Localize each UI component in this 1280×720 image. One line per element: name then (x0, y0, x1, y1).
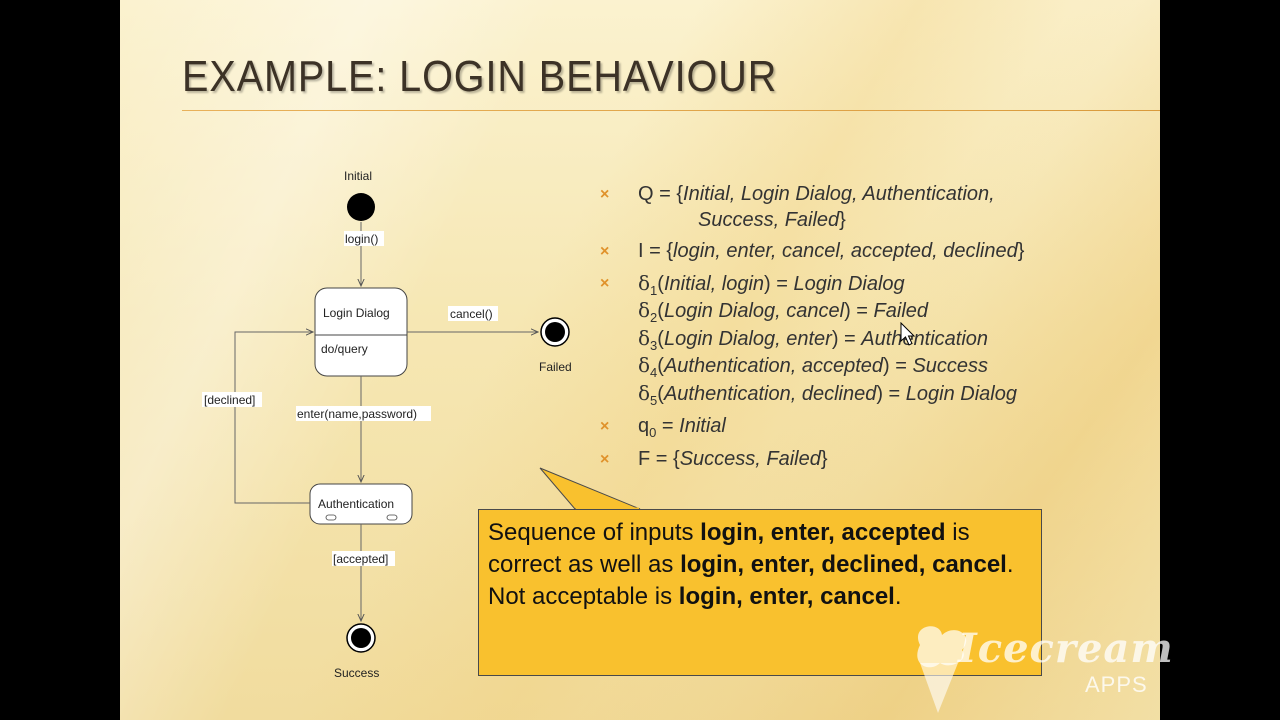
inputs-items: login, enter, cancel, accepted, declined (673, 240, 1018, 262)
initial-state-label: Initial (344, 169, 372, 183)
delta-args: Login Dialog, cancel (663, 300, 845, 322)
state-diagram: Initial login() Login Dialog do/query ca… (202, 169, 572, 680)
callout-text-4: . (894, 583, 902, 610)
cancel-transition-label: cancel() (450, 307, 493, 321)
watermark-brand: Icecream (958, 625, 1174, 672)
states-close: } (839, 208, 846, 231)
inputs-close: } (1017, 240, 1025, 262)
slide-title: EXAMPLE: LOGIN BEHAVIOUR (182, 52, 778, 101)
transition-function-row: δ1(Initial, login) = Login Dialog (638, 270, 905, 298)
enter-label-bg (296, 406, 431, 421)
icecream-logo-icon (917, 626, 967, 713)
start-state-subscript: 0 (649, 425, 657, 440)
inputs-bullet: × I = {login, enter, cancel, accepted, d… (600, 239, 1120, 265)
delta-result: Login Dialog (793, 272, 905, 295)
delta-result: Failed (873, 300, 929, 322)
callout-text-1: Sequence of inputs (488, 519, 701, 546)
initial-state-node (347, 193, 375, 221)
transition-function-row: δ4(Authentication, accepted) = Success (638, 353, 989, 380)
delta-result: Success (912, 355, 989, 377)
delta-args: Initial, login (663, 272, 765, 295)
final-states-close: } (820, 447, 828, 470)
delta-subscript: 3 (650, 337, 658, 353)
authentication-label: Authentication (318, 497, 394, 511)
delta-result: Authentication (861, 327, 989, 350)
states-bullet: × Q = {Initial, Login Dialog, Authentica… (600, 182, 1120, 233)
transition-function-row: δ5(Authentication, declined) = Login Dia… (638, 380, 1017, 408)
declined-transition-arrow (234, 332, 313, 504)
delta-args: Authentication, declined (663, 382, 877, 405)
authentication-marker-right (386, 514, 398, 521)
final-states-bullet: × F = {Success, Failed} (600, 447, 1120, 473)
inputs-prefix: I = { (638, 240, 674, 262)
transition-function-row: δ2(Login Dialog, cancel) = Failed (638, 298, 929, 325)
bullet-marker-icon: × (600, 274, 610, 292)
failed-state-label: Failed (539, 360, 572, 374)
login-transition-label: login() (345, 232, 378, 246)
bullet-marker-icon: × (600, 243, 610, 260)
delta-subscript: 2 (650, 310, 658, 325)
login-dialog-label: Login Dialog (323, 306, 390, 320)
failed-state-node (545, 322, 565, 342)
definition-list: × Q = {Initial, Login Dialog, Authentica… (600, 182, 1120, 478)
mouse-cursor-icon (900, 322, 916, 346)
delta-symbol: δ (638, 270, 651, 295)
states-prefix: Q = { (638, 183, 684, 205)
accepted-label-bg (332, 551, 395, 566)
login-label-bg (344, 231, 384, 246)
callout-text-2: is correct as well as (488, 519, 970, 578)
cancel-label-bg (448, 306, 498, 321)
delta-args: Authentication, accepted (663, 355, 883, 377)
callout-bold-1: login, enter, accepted (700, 519, 946, 546)
delta-subscript: 4 (650, 365, 658, 380)
success-state-node (351, 628, 371, 648)
declined-transition-label: [declined] (204, 393, 255, 407)
delta-symbol: δ (638, 380, 651, 405)
states-items-line2: Success, Failed (698, 208, 840, 231)
login-dialog-state (314, 287, 408, 377)
transition-function-row: δ3(Login Dialog, enter) = Authentication (638, 325, 989, 353)
bullet-marker-icon: × (600, 186, 610, 203)
callout-text-3: . Not acceptable is (488, 551, 1027, 610)
start-state-bullet: × q0 = Initial (600, 414, 1120, 441)
bullet-marker-icon: × (600, 418, 610, 435)
start-state-equals: = (656, 415, 680, 437)
declined-label-bg (202, 392, 262, 407)
enter-transition-label: enter(name,password) (297, 407, 417, 421)
delta-symbol: δ (638, 298, 651, 322)
delta-symbol: δ (638, 325, 651, 350)
callout-bold-3: login, enter, cancel (678, 583, 895, 610)
delta-subscript: 1 (650, 282, 658, 298)
start-state-symbol: q (638, 415, 650, 437)
login-dialog-activity: do/query (321, 342, 368, 356)
slide: EXAMPLE: LOGIN BEHAVIOUR Initial login()… (120, 0, 1160, 720)
delta-args: Login Dialog, enter (663, 327, 832, 350)
delta-result: Login Dialog (905, 382, 1017, 405)
success-state-label: Success (334, 666, 379, 680)
callout-bold-2: login, enter, declined, cancel (680, 551, 1007, 578)
final-states-items: Success, Failed (679, 447, 821, 470)
bullet-marker-icon: × (600, 450, 610, 468)
title-divider (182, 110, 1160, 111)
final-states-prefix: F = { (638, 447, 680, 470)
delta-symbol: δ (638, 353, 651, 377)
watermark-sub: APPS (1085, 672, 1148, 697)
states-items-line1: Initial, Login Dialog, Authentication, (683, 183, 995, 205)
accepted-transition-label: [accepted] (333, 552, 388, 566)
authentication-marker-left (325, 514, 337, 521)
start-state-value: Initial (679, 415, 726, 437)
delta-subscript: 5 (650, 392, 658, 408)
